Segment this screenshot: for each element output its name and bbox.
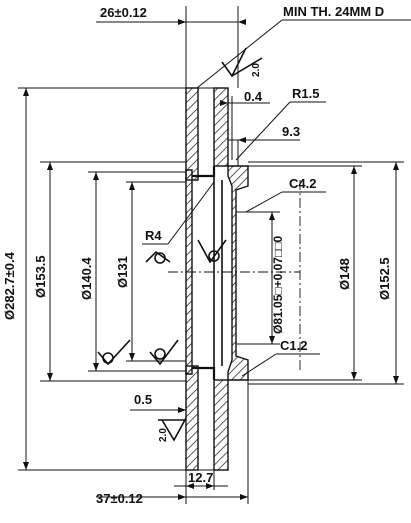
- radius-r4-label: R4: [145, 228, 162, 243]
- radius-r4-callout: R4: [142, 181, 215, 245]
- top-width-label: 26±0.12: [100, 5, 147, 20]
- roughness-bottom-label: 2.0: [158, 428, 169, 442]
- dimension-127: 12.7: [174, 470, 228, 504]
- chamfer-c42-label: C4.2: [289, 176, 316, 191]
- outer-diameter-label: Ø282.7±0.4: [2, 251, 17, 320]
- diameter-1535-dimension: Ø153.5: [33, 161, 186, 382]
- offset-04-dimension: 0.4: [220, 89, 270, 106]
- diameter-1404-label: Ø140.4: [79, 257, 94, 300]
- outer-diameter-dimension: Ø282.7±0.4: [2, 87, 186, 471]
- diameter-131-label: Ø131: [115, 256, 130, 288]
- offset-04-label: 0.4: [244, 89, 263, 104]
- chamfer-c42-callout: C4.2: [245, 176, 326, 213]
- radius-r15-callout: R1.5: [235, 86, 326, 161]
- roughness-symbol-bottom: 2.0: [158, 417, 187, 442]
- dimension-93: 9.3: [228, 124, 300, 143]
- diameter-1525-label: Ø152.5: [377, 257, 392, 300]
- diameter-1525-dimension: Ø152.5: [248, 161, 404, 385]
- min-thickness-label: MIN TH. 24MM D: [283, 4, 384, 19]
- diameter-1404-dimension: Ø140.4: [79, 171, 186, 372]
- bottom-width-dimension: 37±0.12: [96, 380, 249, 506]
- bore-diameter-dimension: Ø81.05□+0.07□□0: [236, 211, 285, 345]
- chamfer-c12-callout: C1.2: [241, 338, 320, 377]
- offset-05-dimension: 0.5: [130, 392, 186, 413]
- diameter-148-dimension: Ø148: [248, 165, 362, 381]
- diameter-1535-label: Ø153.5: [33, 255, 48, 298]
- dim-127-label: 12.7: [188, 470, 213, 485]
- diameter-131-dimension: Ø131: [115, 181, 186, 362]
- diameter-148-label: Ø148: [337, 258, 352, 290]
- chamfer-c12-label: C1.2: [280, 338, 307, 353]
- min-thickness-callout: MIN TH. 24MM D: [196, 4, 411, 89]
- dim-93-label: 9.3: [282, 124, 300, 139]
- roughness-symbol-top: 2.0: [221, 47, 263, 78]
- bottom-width-label: 37±0.12: [96, 491, 143, 506]
- offset-05-label: 0.5: [134, 392, 152, 407]
- roughness-top-label: 2.0: [251, 63, 262, 77]
- roughness-symbols-hub: [97, 239, 227, 366]
- radius-r15-label: R1.5: [292, 86, 319, 101]
- top-width-dimension: 26±0.12: [96, 5, 246, 88]
- disc-cross-section: [185, 87, 249, 471]
- bore-diameter-label: Ø81.05□+0.07□□0: [271, 236, 285, 334]
